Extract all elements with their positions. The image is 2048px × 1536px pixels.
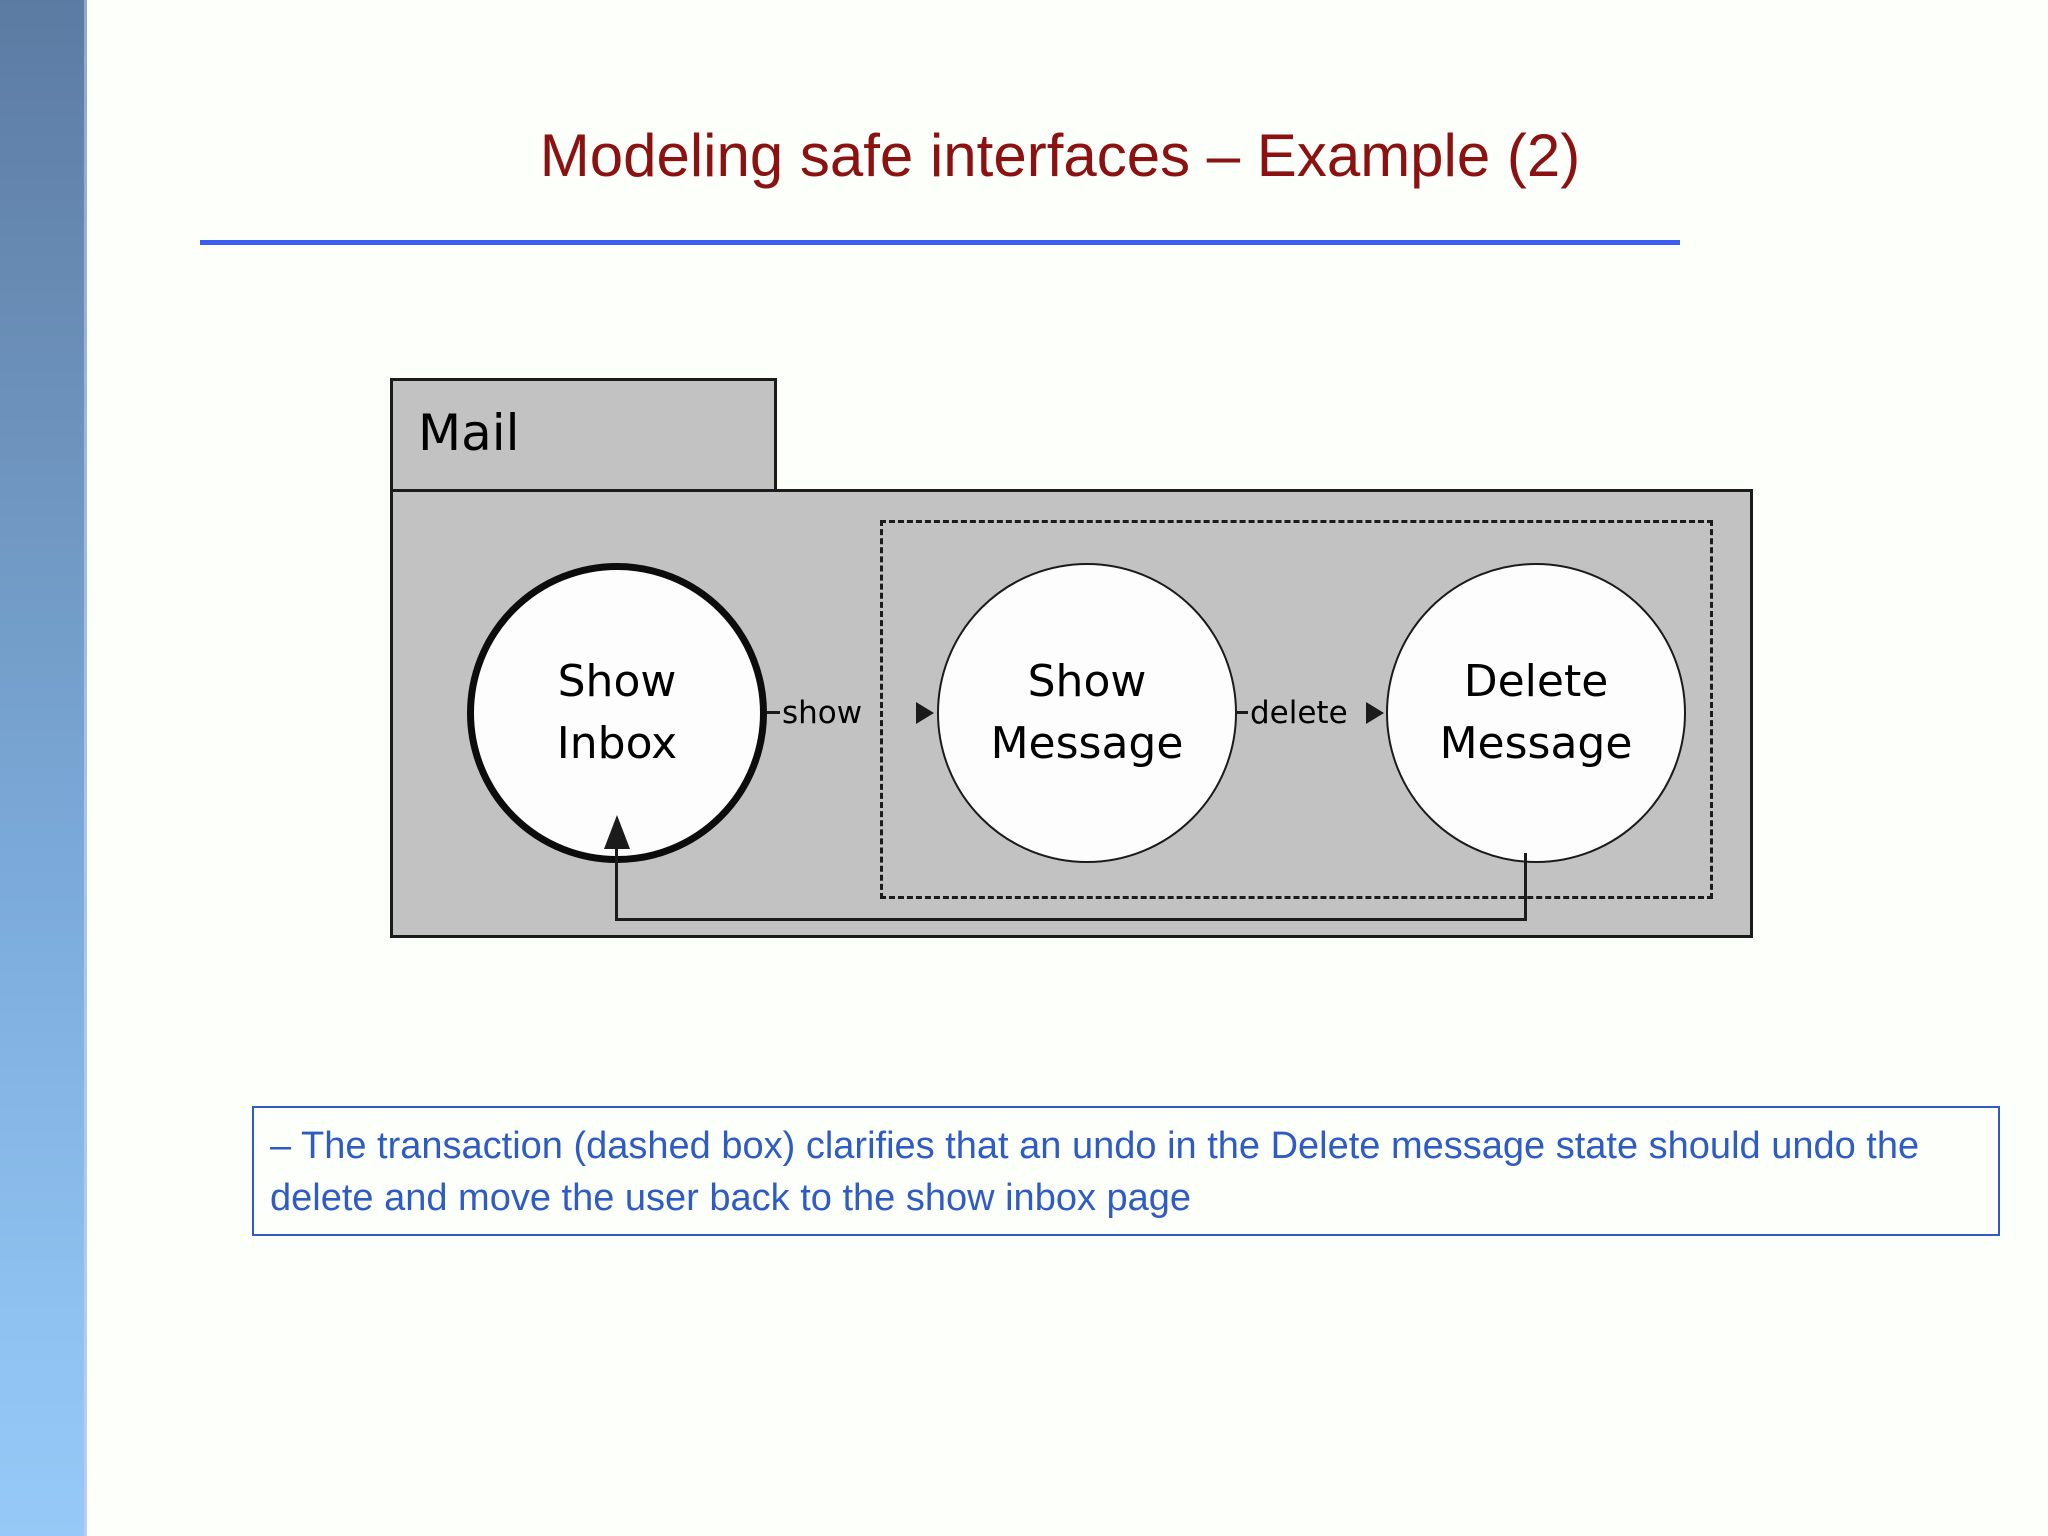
undo-transition-segment-bottom (615, 918, 1527, 921)
transition-label-delete: delete (1248, 695, 1350, 731)
state-node-show-message[interactable]: Show Message (937, 563, 1237, 863)
caption-text: – The transaction (dashed box) clarifies… (270, 1125, 1920, 1219)
arrow-right-icon (916, 702, 934, 724)
sidebar-edge-highlight (84, 0, 87, 1536)
undo-transition-segment-left (615, 845, 618, 921)
state-label-line1: Delete (1463, 656, 1609, 707)
state-label-line2: Inbox (556, 718, 678, 769)
state-node-show-inbox[interactable]: Show Inbox (467, 563, 767, 863)
state-node-delete-message[interactable]: Delete Message (1386, 563, 1686, 863)
sidebar-gradient-bar (0, 0, 84, 1536)
state-label-line1: Show (1027, 656, 1147, 707)
state-label-line2: Message (1439, 718, 1633, 769)
transition-label-show: show (780, 695, 865, 731)
package-name-label: Mail (418, 404, 520, 462)
state-label-line1: Show (557, 656, 677, 707)
arrow-up-icon (604, 815, 630, 849)
title-divider (200, 240, 1680, 245)
transaction-dashed-box (880, 520, 1713, 899)
page-title: Modeling safe interfaces – Example (2) (539, 122, 1581, 189)
caption-box: – The transaction (dashed box) clarifies… (252, 1106, 2000, 1236)
package-tab: Mail (390, 378, 777, 492)
arrow-right-icon (1366, 702, 1384, 724)
state-label-line2: Message (990, 718, 1184, 769)
undo-transition-segment-right (1524, 853, 1527, 921)
